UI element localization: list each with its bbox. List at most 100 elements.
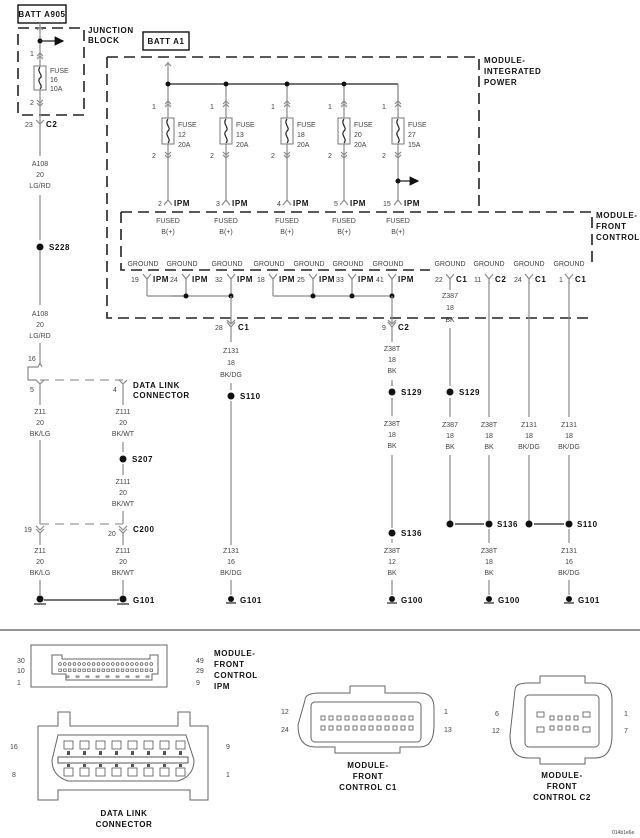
splice-s228-label: S228	[49, 243, 70, 252]
svg-text:IPM: IPM	[404, 199, 420, 208]
svg-text:24: 24	[281, 727, 289, 734]
svg-text:FUSE: FUSE	[297, 122, 316, 129]
svg-text:DATA LINK: DATA LINK	[100, 809, 147, 818]
svg-text:20A: 20A	[236, 142, 249, 149]
svg-text:C2: C2	[46, 120, 57, 129]
ground-g101-left	[34, 595, 129, 605]
svg-text:13: 13	[236, 132, 244, 139]
svg-text:POWER: POWER	[484, 78, 517, 87]
svg-text:18: 18	[257, 277, 265, 284]
svg-text:LG/RD: LG/RD	[29, 183, 50, 190]
svg-text:Z131: Z131	[561, 422, 577, 429]
svg-text:9: 9	[226, 744, 230, 751]
svg-text:Z111: Z111	[116, 479, 131, 486]
svg-text:12: 12	[281, 709, 289, 716]
svg-text:MODULE-: MODULE-	[347, 761, 389, 770]
svg-text:20: 20	[36, 322, 44, 329]
svg-text:FUSE: FUSE	[178, 122, 197, 129]
svg-text:20A: 20A	[354, 142, 367, 149]
svg-text:20: 20	[36, 172, 44, 179]
svg-text:CONTROL: CONTROL	[596, 233, 640, 242]
svg-text:18: 18	[297, 132, 305, 139]
svg-text:30: 30	[17, 658, 25, 665]
svg-text:29: 29	[196, 668, 204, 675]
fuse-icon	[285, 118, 289, 144]
svg-text:GROUND: GROUND	[332, 261, 363, 268]
svg-text:IPM: IPM	[174, 199, 190, 208]
svg-text:9: 9	[196, 680, 200, 687]
svg-text:2: 2	[152, 153, 156, 160]
svg-text:Z38T: Z38T	[384, 421, 401, 428]
svg-text:BK: BK	[387, 368, 397, 375]
svg-text:FRONT: FRONT	[596, 222, 627, 231]
svg-text:B(+): B(+)	[161, 229, 174, 236]
svg-text:4: 4	[277, 201, 281, 208]
svg-text:1: 1	[328, 104, 332, 111]
svg-text:20: 20	[119, 490, 127, 497]
splice-s129-a	[388, 388, 396, 396]
svg-text:C1: C1	[535, 275, 546, 284]
svg-text:FUSED: FUSED	[386, 218, 410, 225]
svg-text:1: 1	[210, 104, 214, 111]
svg-text:Z11: Z11	[34, 409, 46, 416]
svg-text:GROUND: GROUND	[211, 261, 242, 268]
fuse-16-icon	[38, 66, 42, 90]
svg-text:1: 1	[444, 709, 448, 716]
svg-text:GROUND: GROUND	[127, 261, 158, 268]
c200-label: C200	[133, 525, 155, 534]
svg-text:Z38T: Z38T	[384, 548, 401, 555]
svg-text:BK/LG: BK/LG	[30, 431, 51, 438]
splice-s110-b	[565, 520, 573, 528]
splice-s136-b	[485, 520, 493, 528]
svg-text:16: 16	[227, 559, 235, 566]
svg-text:IPM: IPM	[279, 275, 295, 284]
svg-text:6: 6	[495, 711, 499, 718]
svg-text:18: 18	[388, 432, 396, 439]
svg-text:20: 20	[119, 559, 127, 566]
junction-block-label-2: BLOCK	[88, 36, 119, 45]
svg-text:Z387: Z387	[442, 422, 458, 429]
svg-text:BK: BK	[484, 570, 494, 577]
svg-text:Z38T: Z38T	[481, 422, 498, 429]
svg-text:24: 24	[170, 277, 178, 284]
svg-text:25: 25	[297, 277, 305, 284]
svg-text:Z131: Z131	[521, 422, 537, 429]
svg-text:Z131: Z131	[223, 548, 239, 555]
svg-text:BK/LG: BK/LG	[30, 570, 51, 577]
svg-text:BK/WT: BK/WT	[112, 431, 135, 438]
svg-text:G100: G100	[401, 596, 423, 605]
svg-text:CONTROL: CONTROL	[214, 671, 258, 680]
svg-text:BK/DG: BK/DG	[558, 444, 580, 451]
svg-text:B(+): B(+)	[337, 229, 350, 236]
svg-text:Z38T: Z38T	[384, 346, 401, 353]
svg-text:18: 18	[565, 433, 573, 440]
splice-s129-b	[446, 388, 454, 396]
svg-text:24: 24	[514, 277, 522, 284]
svg-text:1: 1	[152, 104, 156, 111]
splice-s110-a	[227, 392, 235, 400]
fuse-icon	[224, 118, 228, 144]
svg-text:4: 4	[113, 387, 117, 394]
svg-text:MODULE-: MODULE-	[484, 56, 526, 65]
svg-text:CONTROL C1: CONTROL C1	[339, 783, 397, 792]
svg-text:B(+): B(+)	[219, 229, 232, 236]
svg-text:FUSED: FUSED	[214, 218, 238, 225]
svg-text:IPM: IPM	[293, 199, 309, 208]
svg-text:FUSED: FUSED	[332, 218, 356, 225]
svg-text:32: 32	[215, 277, 223, 284]
svg-text:2: 2	[271, 153, 275, 160]
svg-text:GROUND: GROUND	[473, 261, 504, 268]
svg-text:20: 20	[119, 420, 127, 427]
svg-text:2: 2	[210, 153, 214, 160]
svg-text:GROUND: GROUND	[293, 261, 324, 268]
svg-text:GROUND: GROUND	[434, 261, 465, 268]
svg-text:FUSE: FUSE	[50, 68, 69, 75]
splice-s207	[119, 455, 127, 463]
svg-text:3: 3	[216, 201, 220, 208]
svg-text:1: 1	[271, 104, 275, 111]
svg-text:18: 18	[227, 360, 235, 367]
